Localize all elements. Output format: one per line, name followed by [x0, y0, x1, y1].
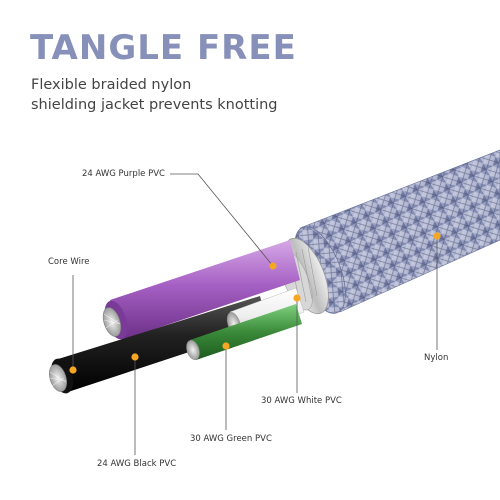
marker-dot-green	[222, 342, 230, 350]
black-wire	[48, 296, 268, 394]
marker-dot-purple	[269, 262, 277, 270]
marker-dot-nylon	[433, 232, 441, 240]
marker-dots	[69, 232, 441, 374]
label-green-wire: 30 AWG Green PVC	[190, 434, 272, 444]
marker-dot-black	[131, 353, 139, 361]
subheadline-line-1: Flexible braided nylon	[31, 77, 192, 93]
leader-lines	[72, 173, 438, 455]
marker-dot-white	[293, 294, 301, 302]
subheadline-line-2: shielding jacket prevents knotting	[31, 97, 278, 113]
label-core-wire: Core Wire	[48, 257, 90, 267]
label-purple-wire: 24 AWG Purple PVC	[82, 169, 165, 179]
headline: TANGLE FREE	[30, 28, 297, 68]
green-wire	[186, 304, 302, 360]
label-black-wire: 24 AWG Black PVC	[97, 459, 177, 469]
purple-wire	[102, 240, 300, 340]
label-nylon: Nylon	[424, 353, 449, 363]
label-white-wire: 30 AWG White PVC	[261, 396, 342, 406]
marker-dot-core	[69, 366, 77, 374]
